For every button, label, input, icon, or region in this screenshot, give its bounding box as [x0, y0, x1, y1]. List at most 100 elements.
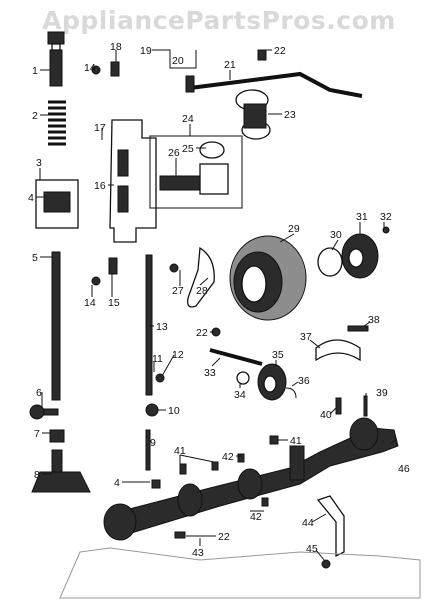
callout-3: 3 — [36, 157, 42, 169]
part-9-needle — [145, 429, 151, 471]
part-23-crank — [235, 89, 271, 140]
callout-14b: 14 — [84, 62, 96, 74]
part-21-shaft — [189, 71, 363, 98]
part-40-pin — [335, 397, 342, 415]
callout-29: 29 — [288, 223, 300, 235]
callout-42a: 42 — [222, 451, 234, 463]
callout-35: 35 — [272, 349, 284, 361]
callout-22a: 22 — [274, 45, 286, 57]
callout-1: 1 — [32, 65, 38, 77]
callout-24: 24 — [182, 113, 194, 125]
callout-5: 5 — [32, 252, 38, 264]
part-36-spring — [285, 387, 297, 399]
callout-18: 18 — [110, 41, 122, 53]
part-5-presser-bar — [51, 251, 61, 401]
callout-23: 23 — [284, 109, 296, 121]
part-2-spring — [48, 100, 66, 146]
callout-34: 34 — [234, 389, 246, 401]
part-18-block — [110, 61, 120, 77]
callout-19: 19 — [140, 45, 152, 57]
part-22-top-screw — [257, 49, 267, 61]
callout-32: 32 — [380, 211, 392, 223]
part-25-link — [199, 141, 225, 159]
callout-16: 16 — [94, 180, 106, 192]
callout-41b: 41 — [290, 435, 302, 447]
callout-46: 46 — [398, 463, 410, 475]
part-30-washer — [317, 247, 343, 277]
part-46-arm-shaft — [103, 417, 399, 541]
part-7-clamp — [49, 429, 65, 443]
part-1-bushing — [47, 31, 65, 87]
callout-20: 20 — [172, 55, 184, 67]
part-42-set-screw-b — [261, 497, 269, 507]
callout-4a: 4 — [28, 192, 34, 204]
callout-2: 2 — [32, 110, 38, 122]
callout-38: 38 — [368, 314, 380, 326]
part-4-screw-low — [151, 479, 161, 489]
callout-44: 44 — [302, 517, 314, 529]
base-outline — [59, 547, 421, 599]
callout-17: 17 — [94, 122, 106, 134]
part-28-lever — [187, 246, 215, 308]
part-20-pin — [185, 75, 195, 93]
callout-39: 39 — [376, 387, 388, 399]
callout-15: 15 — [108, 297, 120, 309]
part-32-screw — [382, 226, 390, 234]
part-29-handwheel — [229, 235, 307, 321]
callout-22c: 22 — [218, 531, 230, 543]
callout-11: 11 — [152, 353, 163, 365]
part-13-needle-bar — [145, 254, 153, 396]
part-34-collar — [236, 371, 250, 385]
part-6-thumbscrew — [29, 404, 59, 420]
part-41-set-screw-a — [179, 463, 187, 475]
part-24-inset-box — [149, 135, 243, 209]
callout-28: 28 — [196, 285, 208, 297]
callout-37: 37 — [300, 331, 312, 343]
part-26-link — [159, 175, 201, 191]
callout-45: 45 — [306, 543, 318, 555]
callout-25: 25 — [182, 143, 194, 155]
callout-26: 26 — [168, 147, 180, 159]
callout-10: 10 — [168, 405, 180, 417]
part-33-shaft — [209, 348, 263, 366]
callout-33: 33 — [204, 367, 216, 379]
callout-8: 8 — [34, 469, 40, 481]
part-10-clamp — [145, 403, 159, 417]
callout-9: 9 — [150, 437, 156, 449]
part-44-lever — [316, 495, 345, 558]
callout-36: 36 — [298, 375, 310, 387]
callout-27: 27 — [172, 285, 184, 297]
part-14-screw-top — [91, 65, 101, 75]
part-35-gear — [257, 363, 287, 401]
part-38-screw — [347, 325, 369, 332]
part-16-needle-bar-frame — [109, 119, 157, 243]
callout-7: 7 — [34, 428, 40, 440]
callout-41a: 41 — [174, 445, 186, 457]
part-39-pin — [363, 395, 368, 417]
part-14-screw — [91, 276, 101, 286]
callout-6: 6 — [36, 387, 42, 399]
callout-30: 30 — [330, 229, 342, 241]
part-27-screw — [169, 263, 179, 273]
callout-4b: 4 — [114, 477, 120, 489]
part-45-screw — [321, 559, 331, 569]
part-22-screw-low — [174, 531, 186, 539]
callout-31: 31 — [356, 211, 368, 223]
callout-14a: 14 — [84, 297, 96, 309]
callout-13: 13 — [156, 321, 168, 333]
callout-12: 12 — [172, 349, 184, 361]
part-3-guide-bracket — [35, 179, 79, 229]
callout-43: 43 — [192, 547, 204, 559]
callout-labels: 1 2 3 4 5 6 7 8 9 10 11 12 13 14 14 15 1… — [28, 41, 410, 559]
callout-42b: 42 — [250, 511, 262, 523]
leader-lines — [36, 49, 397, 561]
part-15-block — [108, 257, 118, 275]
part-8-presser-foot — [31, 449, 91, 493]
callout-40: 40 — [320, 409, 332, 421]
callout-21: 21 — [224, 59, 236, 71]
part-41-screw-c — [269, 435, 279, 445]
part-42-set-screw-a — [237, 453, 245, 463]
part-31-gear — [341, 233, 379, 279]
